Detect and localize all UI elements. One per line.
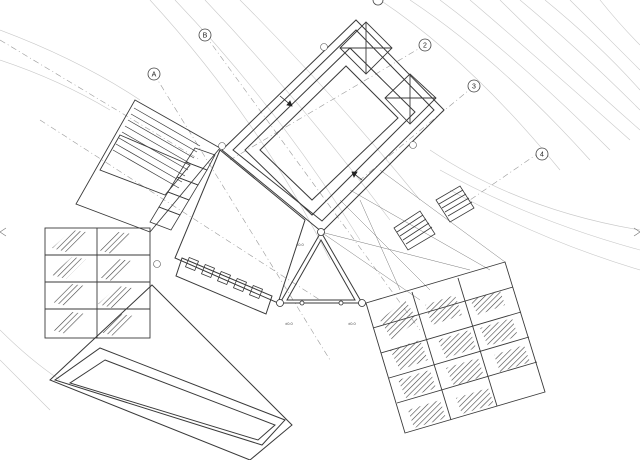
triangle-pergola (279, 231, 363, 304)
small-stairs-2 (435, 185, 475, 223)
level-note-2: ±0.0 (285, 321, 294, 326)
grid-label-4: 4 (540, 152, 544, 159)
small-markers (153, 43, 417, 268)
small-stairs-1 (393, 210, 436, 251)
grid-label-3: 3 (472, 84, 476, 91)
grid-lines (0, 34, 541, 361)
pergola-nodes (276, 228, 366, 307)
grid-bubble-b (198, 28, 212, 42)
panel-hatch-left (52, 230, 134, 336)
main-building (221, 19, 445, 233)
stair-treads (112, 107, 201, 189)
grid-bubble-2 (418, 38, 432, 52)
grid-bubble-a (147, 67, 161, 81)
panel-hatch-right (380, 290, 530, 428)
skylight-boxes (339, 21, 437, 125)
edge-markers (0, 227, 640, 237)
lower-left-building (49, 284, 293, 460)
grid-bubbles (147, 0, 549, 161)
level-note-1: ±0.0 (296, 242, 305, 247)
grid-bubble-3 (467, 79, 481, 93)
grid-label-b: B (203, 33, 208, 40)
stair-block (75, 99, 221, 233)
dimension-arrows (279, 95, 363, 181)
window-boxes (184, 256, 264, 300)
grid-label-2: 2 (423, 43, 427, 50)
sight-lines (320, 169, 506, 301)
solar-panel-field-left (44, 227, 151, 339)
level-note-3: ±0.0 (348, 321, 357, 326)
grid-bubble-4 (535, 147, 549, 161)
contour-lines (0, 0, 640, 411)
grid-label-a: A (152, 72, 157, 79)
stair-landing-cells (149, 147, 216, 231)
